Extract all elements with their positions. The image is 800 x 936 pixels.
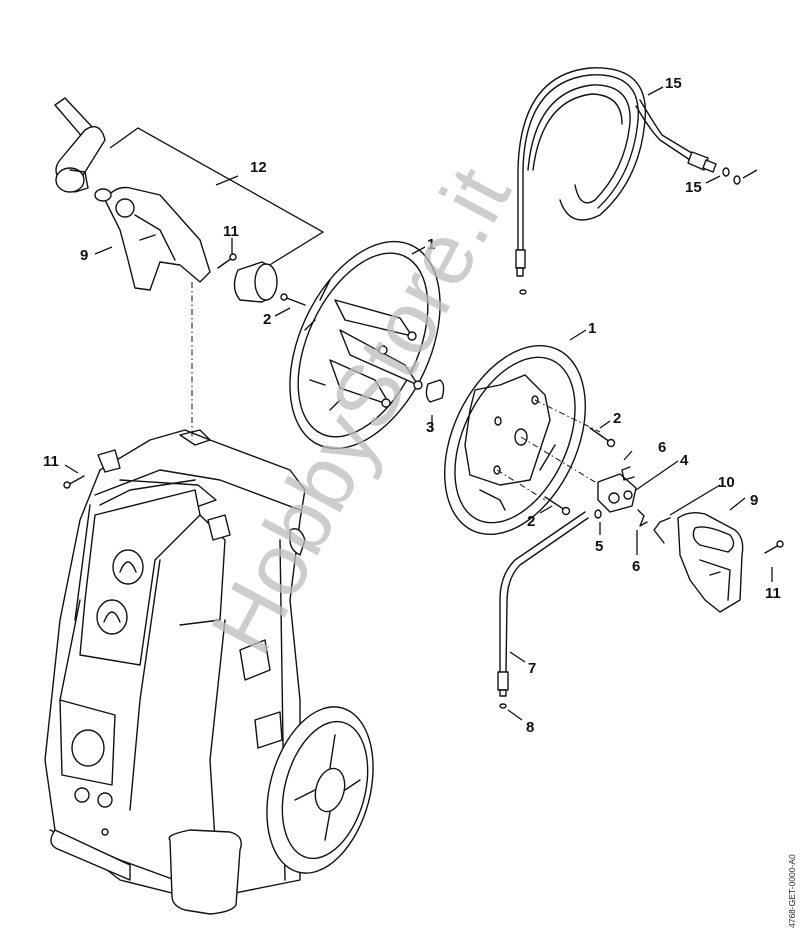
connecting-hose bbox=[497, 511, 589, 697]
coupling-sleeve bbox=[233, 261, 278, 303]
centerline-screw-lower bbox=[496, 469, 546, 501]
reel-bracket-right bbox=[677, 511, 744, 613]
callout-labels: 12 9 11 2 1 11 15 15 1 3 2 6 4 10 9 2 5 … bbox=[43, 75, 781, 736]
callout-10: 10 bbox=[718, 474, 735, 491]
callout-9-left: 9 bbox=[80, 247, 88, 264]
bushing bbox=[425, 379, 445, 403]
callout-6-lower: 6 bbox=[632, 558, 640, 575]
callout-7: 7 bbox=[528, 660, 536, 677]
kit-bracket-line bbox=[109, 127, 325, 267]
hose-reel-disc-left bbox=[289, 240, 441, 450]
hose-reel-disc-right bbox=[443, 344, 587, 536]
callout-4: 4 bbox=[680, 452, 689, 469]
spring-clip bbox=[653, 517, 671, 544]
o-ring-8 bbox=[499, 703, 507, 709]
callout-2-upper-right: 2 bbox=[613, 410, 621, 427]
centerline-connector bbox=[520, 436, 601, 486]
screw-11-top bbox=[217, 253, 237, 269]
knob-lower bbox=[96, 599, 128, 635]
reel-bracket-left bbox=[94, 186, 211, 291]
o-ring-5 bbox=[594, 509, 602, 519]
callout-11-right: 11 bbox=[765, 585, 781, 602]
callout-11-left: 11 bbox=[43, 453, 59, 470]
centerline-screw-upper bbox=[534, 399, 601, 433]
callout-1-right: 1 bbox=[588, 320, 596, 337]
crank-handle bbox=[54, 97, 106, 193]
callout-1-left: 1 bbox=[427, 236, 435, 253]
screw-2-upper-right bbox=[589, 427, 616, 448]
retaining-clip-lower bbox=[637, 509, 648, 527]
callout-11-top: 11 bbox=[223, 223, 239, 240]
screw-11-left bbox=[63, 475, 85, 489]
callout-3: 3 bbox=[426, 419, 434, 436]
callout-2-top: 2 bbox=[263, 311, 271, 328]
screw-11-right bbox=[764, 540, 784, 554]
callout-15-lower: 15 bbox=[685, 179, 702, 196]
callout-2-lower-right: 2 bbox=[527, 513, 535, 530]
o-ring-15b bbox=[733, 175, 741, 185]
callout-6-upper: 6 bbox=[658, 439, 666, 456]
swivel-connector bbox=[597, 473, 637, 513]
screw-2-top bbox=[280, 293, 306, 306]
screw-2-lower-right bbox=[544, 496, 571, 516]
callout-12: 12 bbox=[250, 159, 267, 176]
drawing-code: 4768-GET-0000-A0 bbox=[787, 854, 797, 928]
wheel bbox=[266, 706, 374, 874]
o-ring-15a bbox=[722, 167, 730, 177]
leader-lines bbox=[64, 86, 773, 721]
pressure-washer-body bbox=[44, 429, 306, 915]
knob-upper bbox=[112, 549, 144, 585]
callout-8: 8 bbox=[526, 719, 534, 736]
high-pressure-hose bbox=[515, 67, 717, 277]
callout-5: 5 bbox=[595, 538, 603, 555]
retaining-clip-upper bbox=[621, 466, 635, 481]
callout-9-right: 9 bbox=[750, 492, 758, 509]
o-ring-13-end bbox=[519, 289, 527, 295]
callout-13: 15 bbox=[665, 75, 682, 92]
